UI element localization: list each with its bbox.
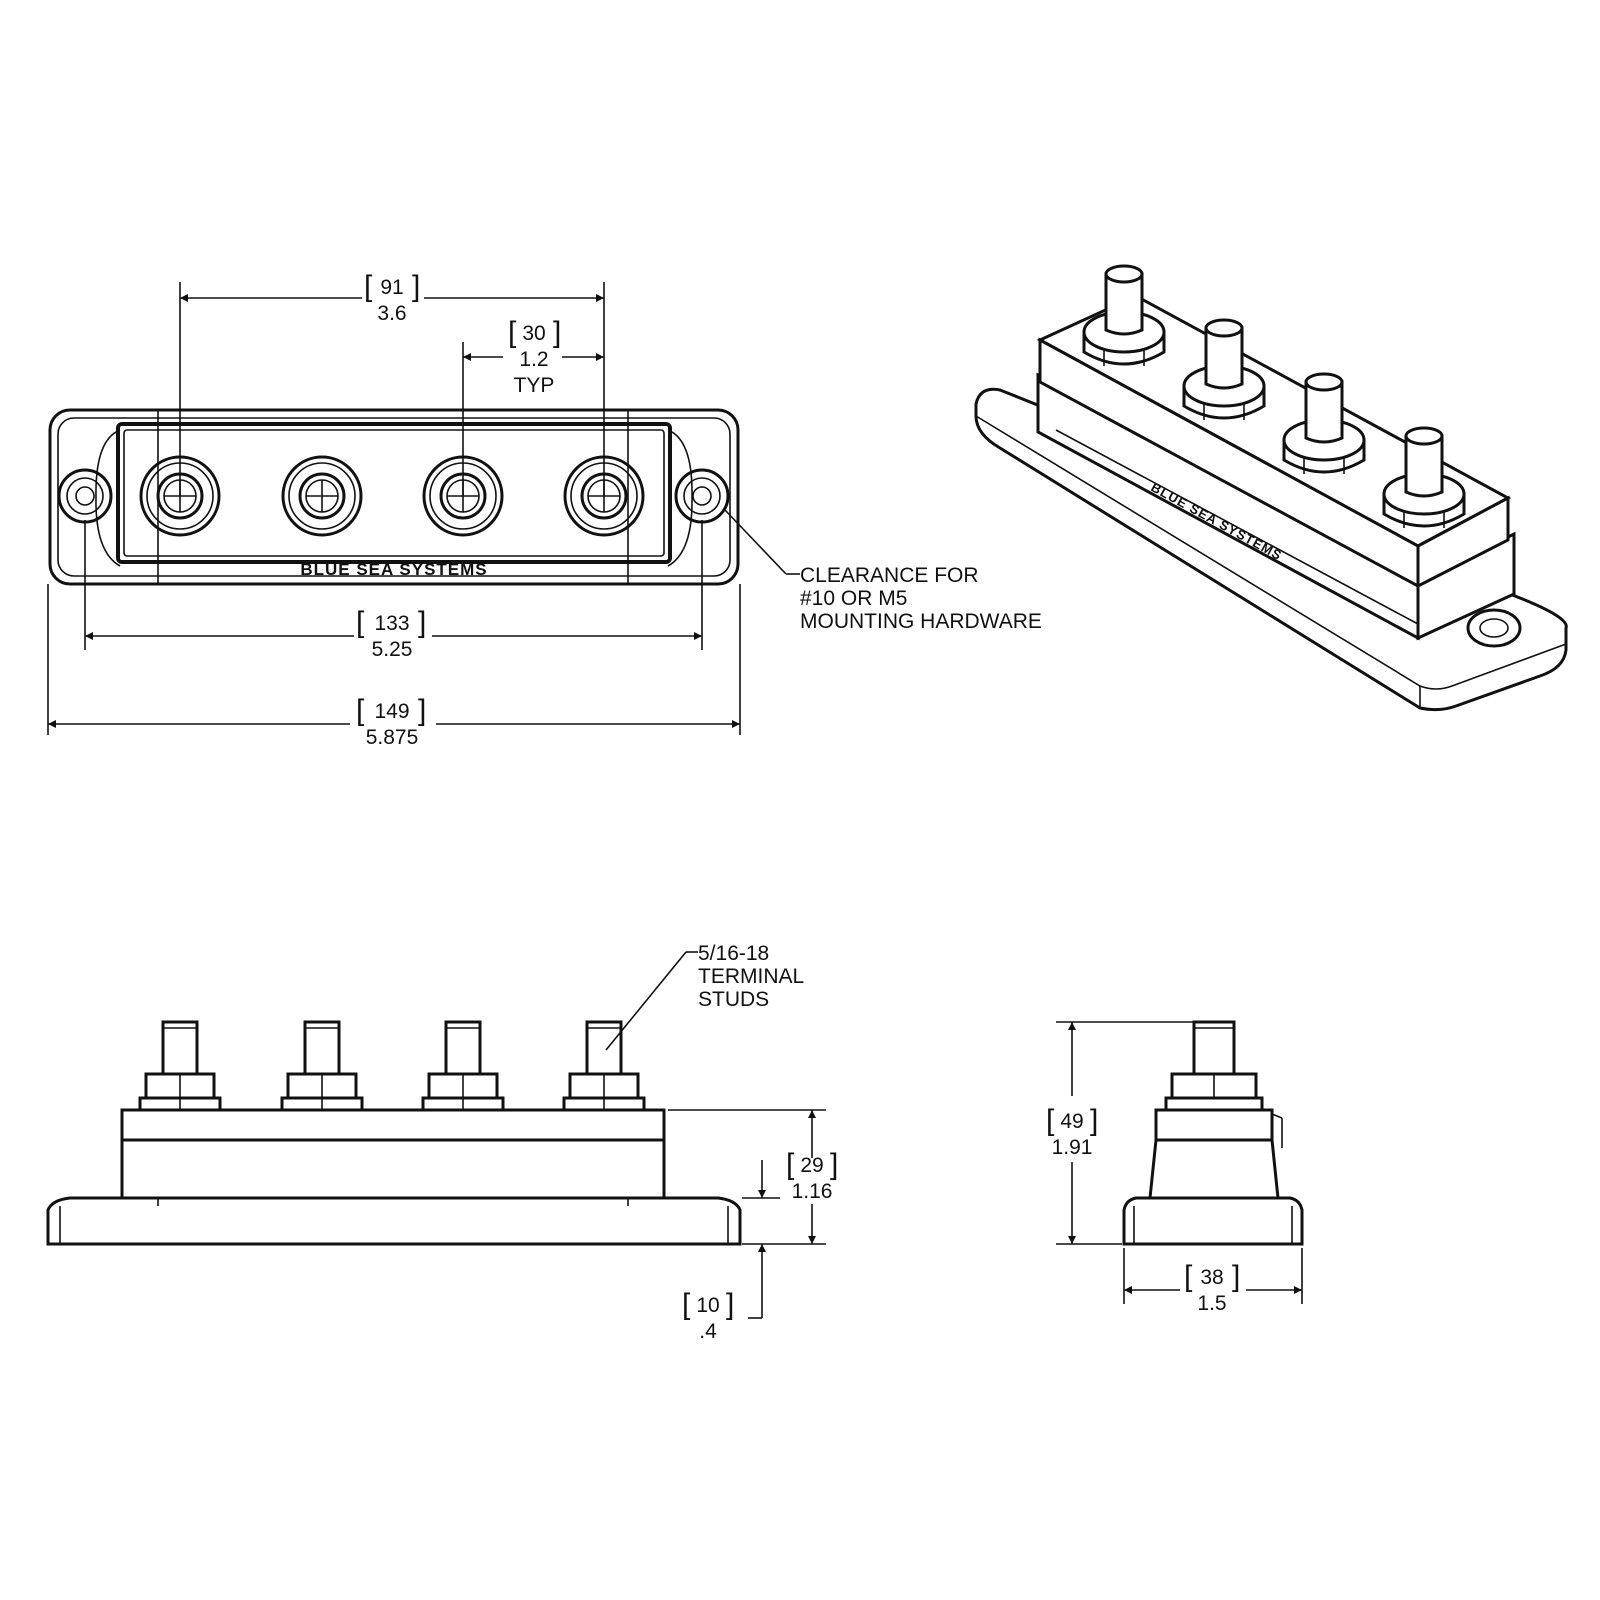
front-body [120,1108,666,1200]
svg-text:91: 91 [380,276,403,299]
svg-text:[: [ [364,270,373,303]
svg-text:30: 30 [522,322,545,345]
svg-text:29: 29 [800,1154,823,1177]
svg-text:]: ] [553,316,561,349]
svg-text:1.16: 1.16 [792,1180,833,1203]
svg-text:CLEARANCE FOR: CLEARANCE FOR [800,564,979,587]
side-stud [1164,1020,1264,1112]
front-stud-1 [138,1020,222,1112]
svg-text:]: ] [1232,1260,1240,1293]
iso-stud-2 [1182,318,1266,420]
svg-text:1.5: 1.5 [1197,1292,1226,1315]
svg-text:149: 149 [374,700,409,723]
iso-view: BLUE SEA SYSTEMS [974,264,1568,712]
svg-text:]: ] [412,270,420,303]
side-body [1148,1138,1280,1199]
top-mount-hole-right [674,468,730,524]
svg-text:5/16-18: 5/16-18 [698,942,769,965]
top-view: BLUE SEA SYSTEMS [ ] 91 3.6 [ ] 30 1.2 T… [47,270,1042,749]
svg-text:[: [ [682,1288,691,1321]
side-cover [1154,1108,1274,1142]
dim-side-width: [ ] 38 1.5 [1124,1260,1302,1315]
svg-text:[: [ [356,606,365,639]
front-stud-3 [421,1020,505,1112]
svg-text:38: 38 [1200,1266,1223,1289]
svg-text:]: ] [418,694,426,727]
svg-text:STUDS: STUDS [698,988,769,1011]
svg-text:1.2: 1.2 [519,348,548,371]
iso-stud-1 [1082,264,1166,366]
front-stud-4 [562,1020,646,1112]
dim-overall-height: [ ] 49 1.91 [1046,1022,1098,1244]
svg-text:]: ] [1090,1104,1098,1137]
svg-text:#10 OR M5: #10 OR M5 [800,587,907,610]
svg-text:]: ] [726,1288,734,1321]
dim-overall-length: [ ] 149 5.875 [48,694,740,749]
stud-callout: 5/16-18 TERMINAL STUDS [605,942,804,1051]
top-stud-2 [281,455,363,537]
dim-stud-pitch: [ ] 30 1.2 TYP [463,316,604,397]
svg-text:[: [ [1184,1260,1193,1293]
svg-text:[: [ [786,1148,795,1181]
svg-text:1.91: 1.91 [1052,1136,1093,1159]
svg-text:TYP: TYP [514,374,555,397]
svg-text:3.6: 3.6 [377,302,406,325]
svg-text:MOUNTING HARDWARE: MOUNTING HARDWARE [800,610,1042,633]
dim-body-height: [ ] 29 1.16 [786,1110,838,1244]
clearance-callout: CLEARANCE FOR #10 OR M5 MOUNTING HARDWAR… [724,509,1042,633]
front-view: 5/16-18 TERMINAL STUDS [ ] 29 1.16 [ ] 1… [46,942,838,1343]
front-base [46,1196,742,1246]
svg-text:.4: .4 [699,1320,717,1343]
svg-text:10: 10 [696,1294,719,1317]
dim-base-height: [ ] 10 .4 [682,1160,766,1343]
side-base [1122,1196,1304,1246]
svg-text:5.25: 5.25 [372,638,413,661]
svg-text:133: 133 [374,612,409,635]
top-logo-text: BLUE SEA SYSTEMS [300,560,487,579]
top-base-plate [48,408,740,586]
side-view: [ ] 49 1.91 [ ] 38 1.5 [1046,1020,1304,1315]
svg-text:[: [ [508,316,517,349]
svg-text:TERMINAL: TERMINAL [698,965,804,988]
iso-mount-hole [1466,608,1522,648]
dim-stud-span: [ ] 91 3.6 [180,270,604,325]
iso-stud-4 [1382,426,1466,528]
svg-text:]: ] [830,1148,838,1181]
iso-stud-3 [1282,372,1366,474]
svg-text:[: [ [356,694,365,727]
svg-text:[: [ [1046,1104,1055,1137]
dim-mount-span: [ ] 133 5.25 [85,606,702,661]
top-cover-block [116,422,672,564]
iso-cover-side [1416,495,1510,589]
svg-text:5.875: 5.875 [366,726,419,749]
svg-text:49: 49 [1060,1110,1083,1133]
front-stud-2 [280,1020,364,1112]
top-mount-hole-left [57,468,113,524]
svg-text:]: ] [418,606,426,639]
